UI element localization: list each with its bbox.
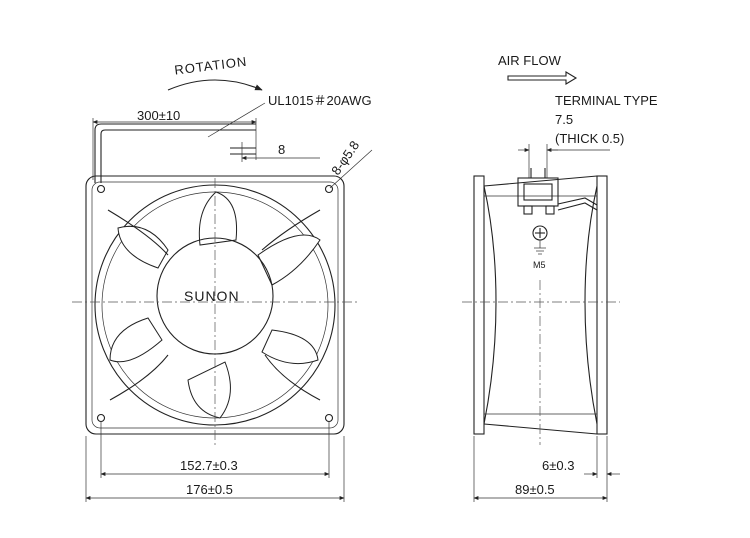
airflow-arrow-icon bbox=[507, 71, 578, 85]
terminal-type-label: TERMINAL TYPE bbox=[555, 93, 658, 108]
strip-length-dim: 8 bbox=[278, 142, 285, 157]
mount-hole-icons bbox=[96, 184, 334, 423]
side-view: AIR FLOW TERMINAL TYPE 7.5 (THICK 0.5) bbox=[462, 53, 658, 502]
terminal-size-label: 7.5 bbox=[555, 112, 573, 127]
side-flange-right bbox=[596, 175, 608, 435]
hole-spacing-dim: 152.7±0.3 bbox=[180, 458, 238, 473]
mount-hole-spec: 8-φ5.8 bbox=[328, 138, 362, 178]
front-view: ROTATION UL1015＃20AWG 300±10 8 8-φ5.8 bbox=[72, 54, 373, 502]
terminal-thickness-label: (THICK 0.5) bbox=[555, 131, 624, 146]
lead-length-dim: 300±10 bbox=[137, 108, 180, 123]
fan-blades bbox=[107, 191, 321, 419]
side-flange-left bbox=[473, 175, 485, 435]
terminal-block bbox=[517, 177, 559, 207]
frame-width-dim: 176±0.5 bbox=[186, 482, 233, 497]
cable-spec-label: UL1015＃20AWG bbox=[268, 93, 372, 108]
flange-thickness-dim: 6±0.3 bbox=[542, 458, 574, 473]
lead-wire bbox=[94, 123, 256, 183]
rotation-arrow-icon bbox=[167, 79, 263, 91]
frame-depth-dim: 89±0.5 bbox=[515, 482, 555, 497]
airflow-label: AIR FLOW bbox=[498, 53, 562, 68]
rotation-label: ROTATION bbox=[174, 54, 249, 78]
ground-screw-label: M5 bbox=[533, 260, 546, 270]
hub-brand-label: SUNON bbox=[184, 288, 240, 304]
